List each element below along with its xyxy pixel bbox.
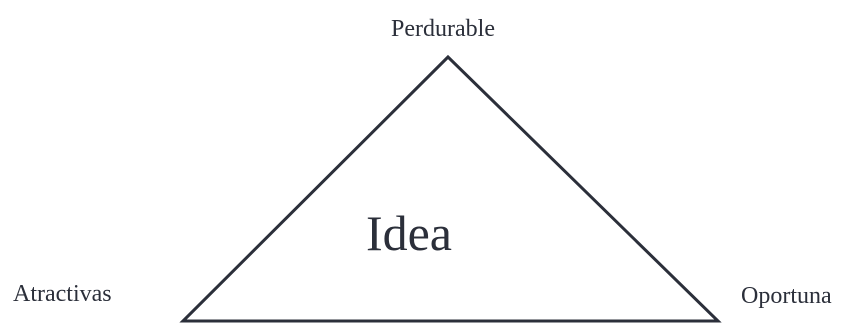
vertex-label-bottom-right: Oportuna <box>741 283 832 309</box>
triangle-outline <box>179 54 722 323</box>
center-label: Idea <box>366 205 452 261</box>
vertex-label-bottom-left: Atractivas <box>13 281 112 307</box>
vertex-label-top: Perdurable <box>391 16 495 42</box>
